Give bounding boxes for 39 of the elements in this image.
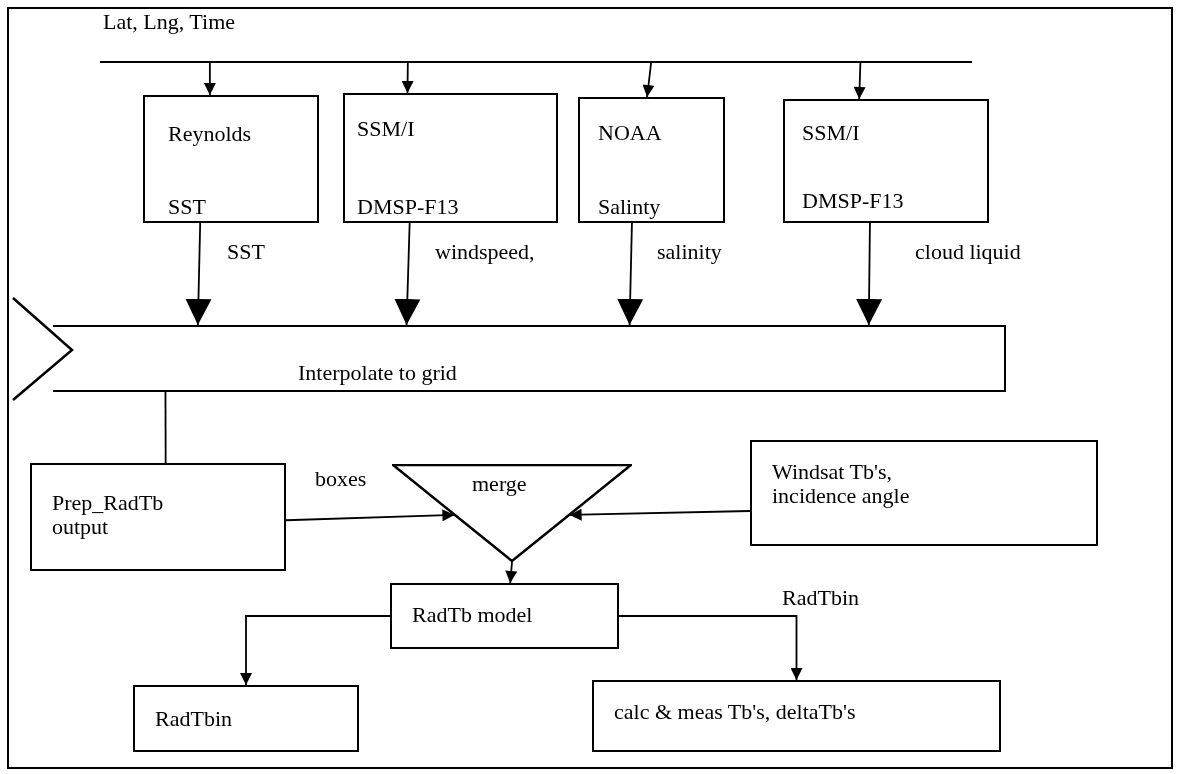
arrow — [618, 615, 803, 681]
box-label: SSM/I — [357, 117, 415, 142]
arrow — [617, 222, 644, 326]
box-label: SSM/I — [802, 121, 860, 146]
band-label: Interpolate to grid — [298, 361, 457, 386]
merge-label: merge — [472, 472, 527, 497]
arrow — [642, 62, 655, 98]
process-box — [578, 97, 725, 223]
arrow — [505, 561, 518, 584]
process-band — [53, 325, 1006, 392]
process-box — [133, 685, 359, 752]
box-label: calc & meas Tb's, deltaTb's — [614, 700, 856, 725]
box-label: Prep_RadTb output — [52, 491, 165, 540]
box-label: RadTb model — [412, 603, 533, 628]
box-label: DMSP-F13 — [802, 189, 904, 214]
arrow — [185, 222, 212, 326]
box-label: Salinty — [598, 195, 661, 220]
arrow — [394, 222, 421, 326]
box-label: RadTbin — [155, 707, 232, 732]
arrow — [853, 62, 866, 100]
box-label: Reynolds — [168, 122, 252, 147]
arrow — [203, 62, 216, 96]
process-box — [343, 93, 558, 223]
arrow — [285, 509, 456, 522]
box-label: NOAA — [598, 121, 662, 146]
process-box — [390, 583, 619, 649]
arrow — [401, 62, 414, 94]
box-label: Windsat Tb's, incidence angle — [772, 460, 911, 509]
box-label: SST — [168, 195, 206, 220]
process-box — [592, 680, 1001, 752]
arrow — [240, 615, 391, 686]
process-box — [30, 463, 286, 571]
arrow — [856, 222, 883, 326]
merge-triangle — [392, 464, 632, 562]
process-box — [750, 440, 1098, 546]
process-box — [143, 95, 319, 223]
box-label: DMSP-F13 — [357, 195, 459, 220]
input-label: Lat, Lng, Time — [103, 10, 235, 35]
process-box — [783, 99, 989, 223]
